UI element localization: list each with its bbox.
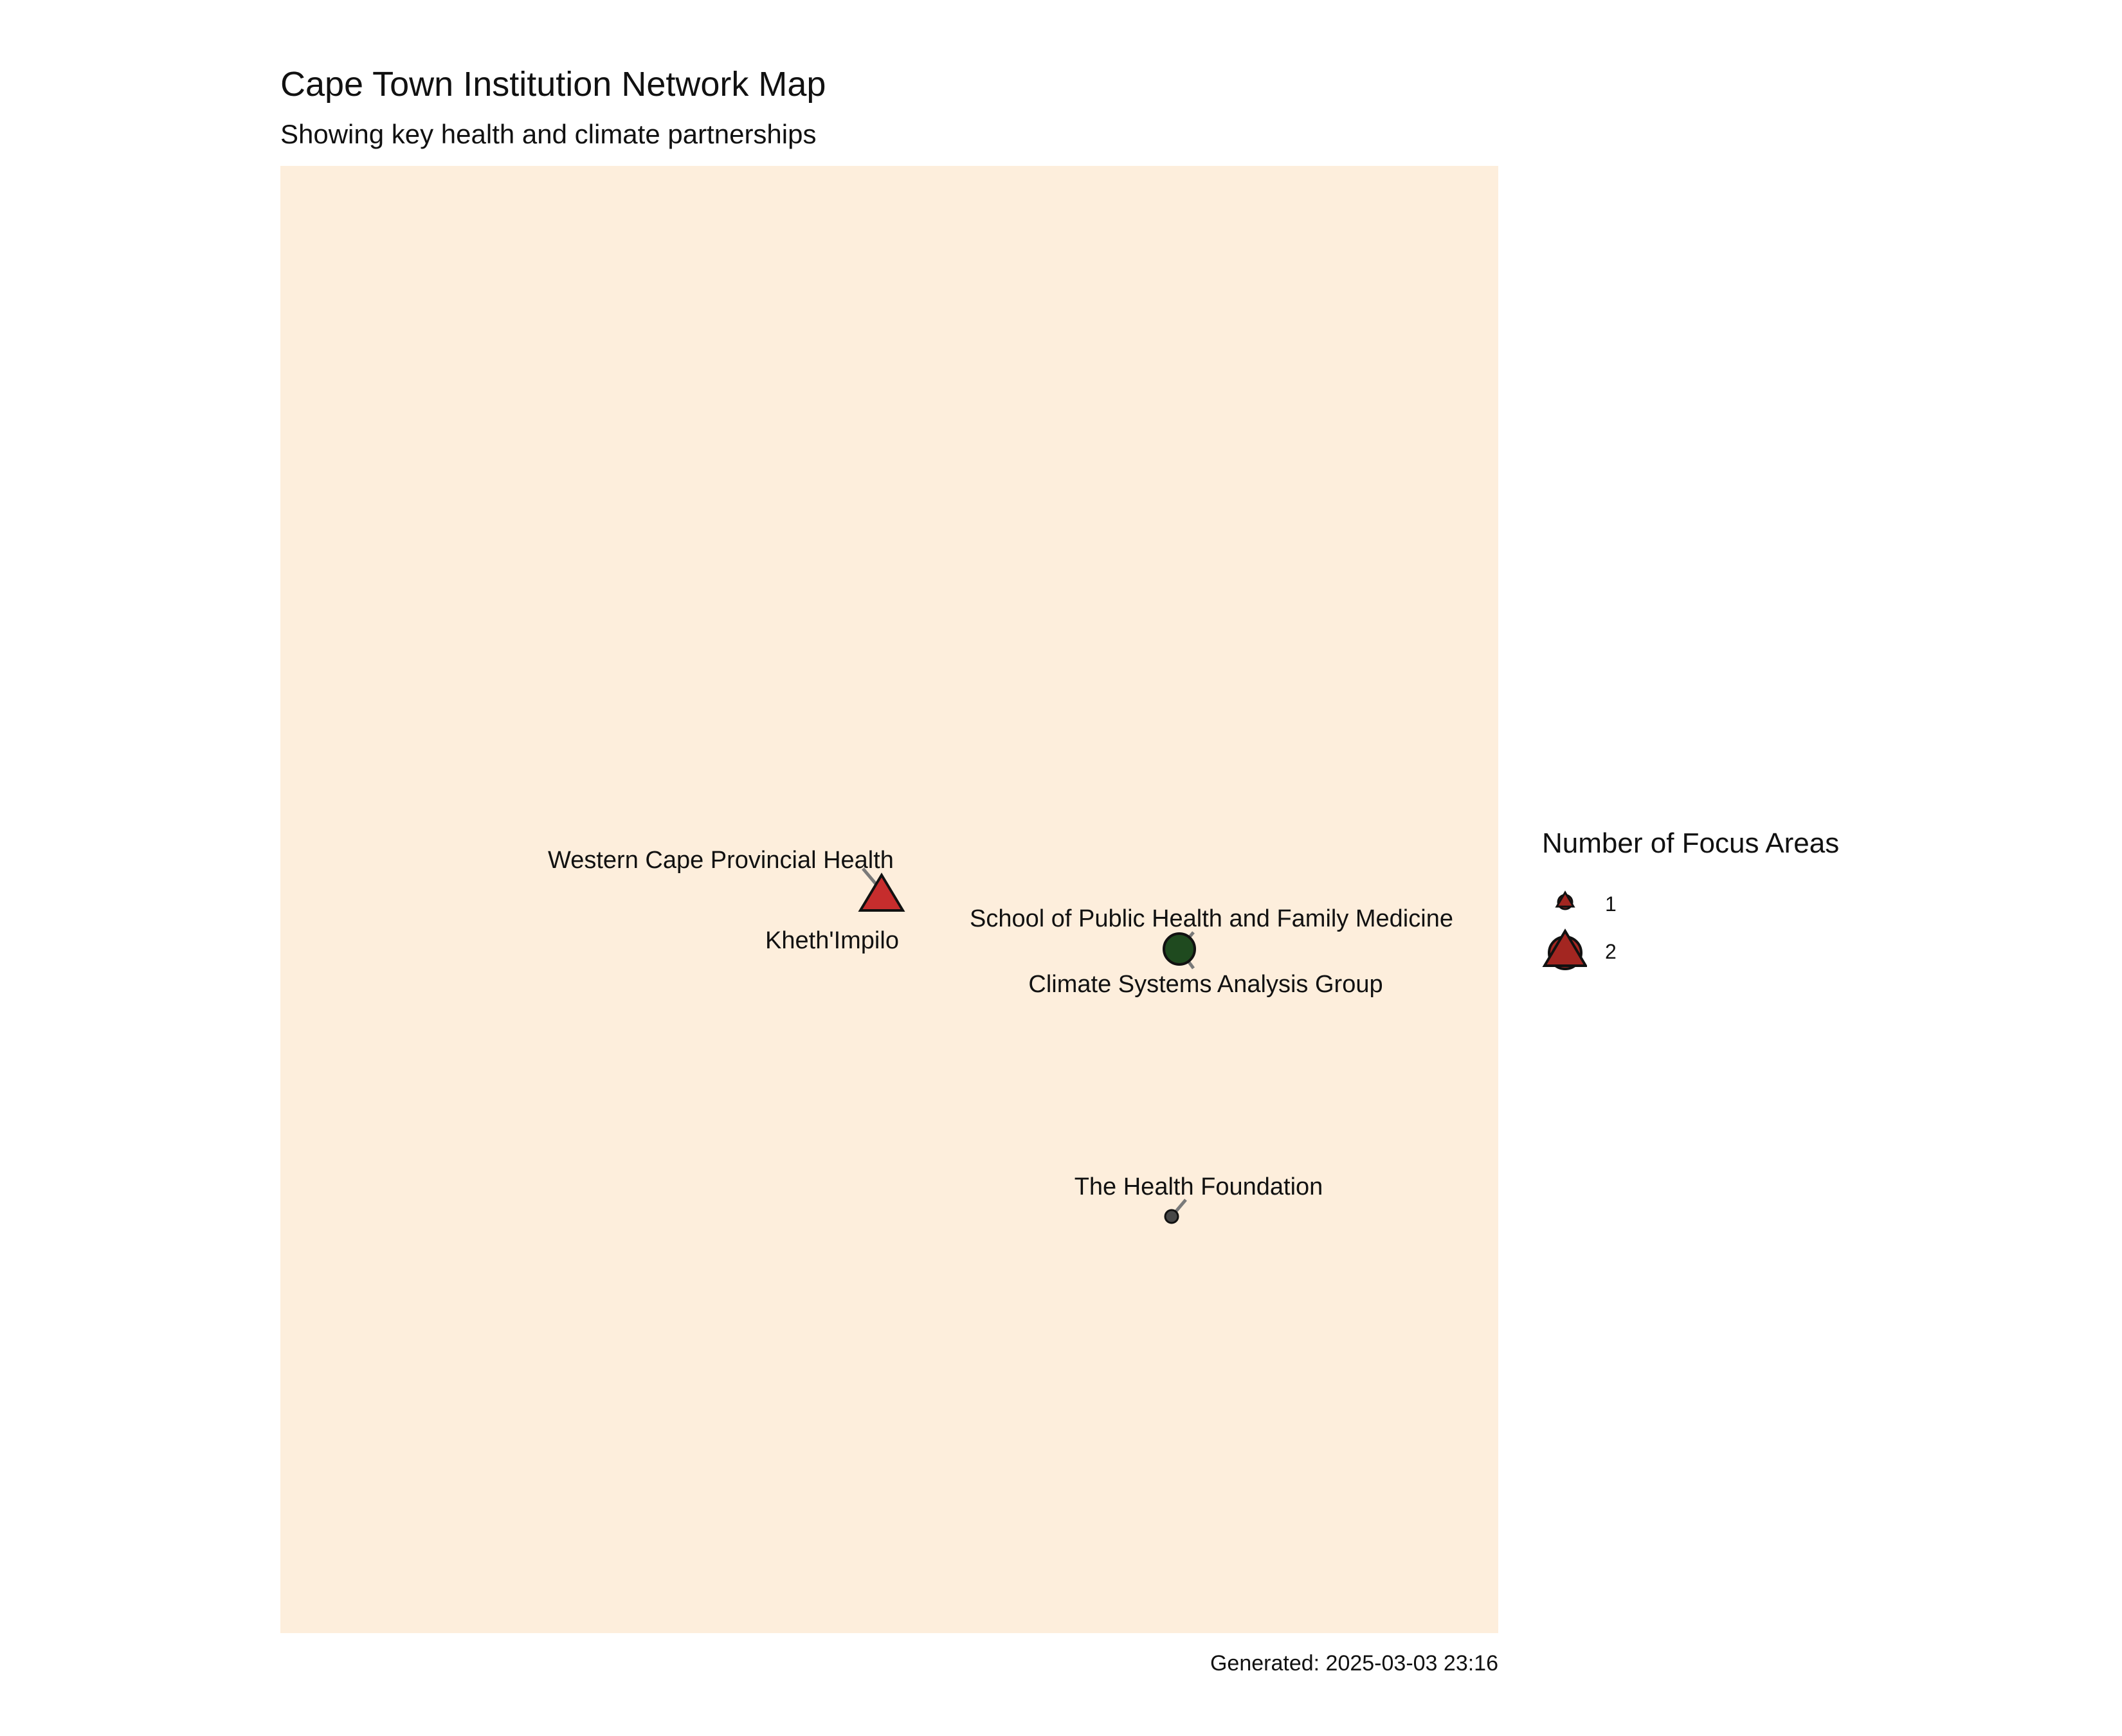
generated-caption: Generated: 2025-03-03 23:16: [1210, 1651, 1498, 1676]
marker-health-foundation[interactable]: [1164, 1209, 1179, 1224]
label-the-health-foundation: The Health Foundation: [1075, 1173, 1323, 1200]
legend-label-1: 1: [1605, 892, 1617, 916]
legend-item-1: 1: [1542, 880, 1839, 927]
map-panel: Western Cape Provincial Health Kheth'Imp…: [280, 166, 1498, 1633]
map-canvas: Western Cape Provincial Health Kheth'Imp…: [280, 166, 1498, 1633]
legend-title: Number of Focus Areas: [1542, 827, 1840, 859]
legend-key-large-icon: [1542, 928, 1587, 970]
label-school-of-public-health: School of Public Health and Family Medic…: [970, 905, 1453, 932]
map-subtitle: Showing key health and climate partnersh…: [280, 119, 817, 149]
legend-label-2: 2: [1605, 940, 1617, 963]
map-title: Cape Town Institution Network Map: [280, 65, 826, 104]
marker-school-climate[interactable]: [1163, 932, 1196, 966]
legend-key-small-icon: [1555, 891, 1575, 910]
marker-western-cape-kheth[interactable]: [858, 873, 905, 912]
legend: Number of Focus Areas 1 2: [1542, 829, 1839, 975]
label-climate-systems-analysis-group: Climate Systems Analysis Group: [1028, 971, 1383, 998]
label-western-cape-provincial-health: Western Cape Provincial Health: [548, 847, 894, 874]
legend-item-2: 2: [1542, 927, 1839, 975]
label-khethimpilo: Kheth'Impilo: [765, 927, 899, 954]
